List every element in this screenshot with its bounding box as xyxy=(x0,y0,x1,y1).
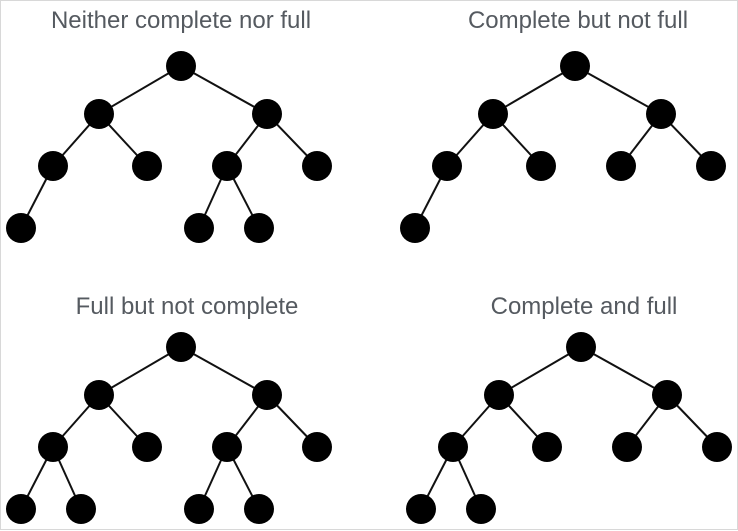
tree-node xyxy=(252,380,282,410)
tree-node xyxy=(212,151,242,181)
tree-node xyxy=(652,380,682,410)
tree-node xyxy=(38,151,68,181)
tree-node xyxy=(702,432,732,462)
tree-title-complete-and-full: Complete and full xyxy=(490,293,678,320)
tree-edge xyxy=(180,346,268,396)
tree-edge xyxy=(580,346,668,396)
tree-title-neither: Neither complete nor full xyxy=(50,7,312,34)
tree-node xyxy=(38,432,68,462)
tree-edge xyxy=(180,65,268,115)
tree-3 xyxy=(406,332,732,524)
tree-node xyxy=(166,51,196,81)
tree-edge xyxy=(98,65,182,115)
tree-node xyxy=(438,432,468,462)
tree-node xyxy=(6,494,36,524)
tree-node xyxy=(132,432,162,462)
tree-0 xyxy=(6,51,332,243)
tree-node xyxy=(606,151,636,181)
tree-node xyxy=(132,151,162,181)
tree-node xyxy=(646,99,676,129)
tree-node xyxy=(406,494,436,524)
tree-2 xyxy=(6,332,332,524)
tree-edge xyxy=(492,65,576,115)
tree-1 xyxy=(400,51,726,243)
tree-node xyxy=(566,332,596,362)
tree-node xyxy=(252,99,282,129)
tree-node xyxy=(432,151,462,181)
tree-node xyxy=(532,432,562,462)
tree-node xyxy=(184,213,214,243)
tree-edge xyxy=(498,346,582,396)
tree-node xyxy=(6,213,36,243)
tree-title-full-not-complete: Full but not complete xyxy=(75,293,299,320)
tree-edge xyxy=(574,65,662,115)
tree-node xyxy=(212,432,242,462)
tree-node xyxy=(478,99,508,129)
tree-edge xyxy=(98,346,182,396)
tree-node xyxy=(66,494,96,524)
tree-node xyxy=(696,151,726,181)
tree-node xyxy=(84,380,114,410)
tree-node xyxy=(184,494,214,524)
tree-node xyxy=(244,494,274,524)
tree-node xyxy=(84,99,114,129)
tree-node xyxy=(612,432,642,462)
tree-node xyxy=(484,380,514,410)
tree-node xyxy=(244,213,274,243)
tree-node xyxy=(526,151,556,181)
tree-node xyxy=(560,51,590,81)
tree-node xyxy=(302,151,332,181)
tree-node xyxy=(166,332,196,362)
tree-node xyxy=(466,494,496,524)
tree-title-complete-not-full: Complete but not full xyxy=(467,7,689,34)
tree-node xyxy=(302,432,332,462)
tree-node xyxy=(400,213,430,243)
